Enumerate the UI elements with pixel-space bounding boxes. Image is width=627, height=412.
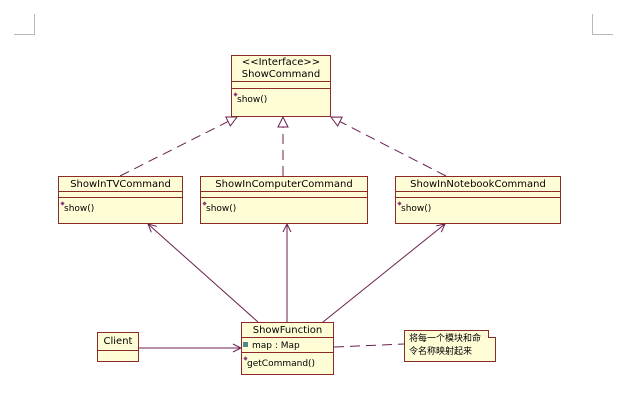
- class-operation: show(): [201, 201, 367, 215]
- operations-section: show(): [59, 197, 182, 215]
- note-line-1: 将每一个模块和命: [409, 334, 482, 344]
- class-operation: show(): [59, 201, 182, 215]
- class-show-in-computer-command[interactable]: ShowInComputerCommand show(): [200, 176, 368, 224]
- interface-attributes-section: [232, 81, 330, 88]
- realization-notebook: [331, 117, 447, 177]
- interface-operation: show(): [232, 92, 330, 106]
- interface-name: ShowCommand: [241, 69, 321, 80]
- class-show-function[interactable]: ShowFunction map : Map getCommand(): [241, 322, 334, 375]
- realization-tv: [119, 117, 237, 177]
- note-line-2: 令名称映射起来: [409, 347, 473, 357]
- attributes-section: [98, 350, 138, 351]
- class-show-in-tv-command[interactable]: ShowInTVCommand show(): [58, 176, 183, 224]
- page-corner-top-right: [592, 14, 613, 35]
- attributes-section: map : Map: [242, 337, 333, 352]
- class-show-in-notebook-command[interactable]: ShowInNotebookCommand show(): [395, 176, 561, 224]
- operations-section: show(): [396, 197, 560, 215]
- attributes-section: [201, 191, 367, 197]
- class-attribute: map : Map: [242, 340, 333, 352]
- note-anchor-line: [333, 343, 405, 348]
- class-operation: getCommand(): [242, 356, 333, 370]
- interface-show-command[interactable]: <<Interface>> ShowCommand show(): [231, 55, 331, 117]
- attribute-marker-icon: [243, 342, 248, 347]
- interface-stereotype: <<Interface>>: [241, 57, 321, 68]
- class-name: ShowInComputerCommand: [215, 179, 353, 190]
- class-name: ShowFunction: [252, 325, 323, 336]
- operations-section: show(): [201, 197, 367, 215]
- operations-section: getCommand(): [242, 352, 333, 370]
- attributes-section: [396, 191, 560, 197]
- assoc-function-notebook: [322, 224, 445, 323]
- interface-operations-section: show(): [232, 88, 330, 106]
- page-corner-top-left: [14, 14, 35, 35]
- assoc-function-tv: [148, 224, 259, 323]
- attributes-section: [59, 191, 182, 197]
- class-operation: show(): [396, 201, 560, 215]
- class-name: ShowInTVCommand: [70, 179, 171, 190]
- note[interactable]: 将每一个模块和命 令名称映射起来: [404, 330, 496, 362]
- class-client[interactable]: Client: [97, 332, 139, 362]
- class-name: Client: [103, 336, 133, 347]
- note-fold-icon: [488, 330, 496, 338]
- class-name: ShowInNotebookCommand: [410, 179, 546, 190]
